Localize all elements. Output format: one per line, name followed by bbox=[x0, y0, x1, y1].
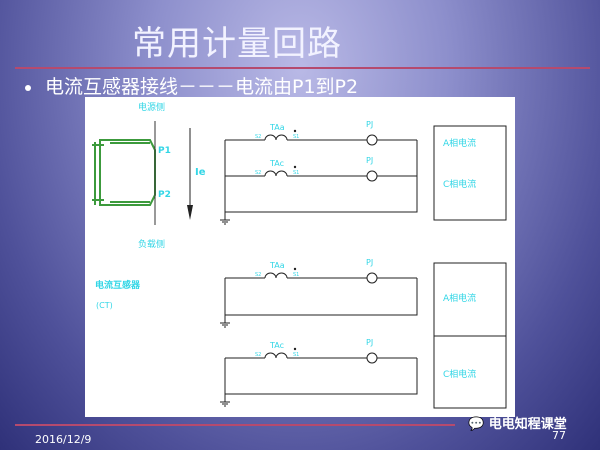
page-number: 77 bbox=[552, 429, 566, 442]
ct-coil-icon bbox=[264, 170, 288, 177]
meter-label: PJ bbox=[366, 258, 373, 267]
s1-label: S1 bbox=[293, 170, 299, 176]
phase-label: C相电流 bbox=[443, 368, 476, 380]
loop-wire bbox=[224, 140, 418, 213]
ct-circuit: TAc PJ S2 S1 bbox=[225, 156, 417, 182]
meter-icon bbox=[366, 170, 378, 182]
polarity-dot bbox=[293, 129, 297, 133]
bullet-text: 电流互感器接线－－－电流由P1到P2 bbox=[45, 76, 359, 98]
slide-title: 常用计量回路 bbox=[132, 24, 342, 64]
bullet-dot-icon bbox=[25, 84, 31, 91]
ground-icon bbox=[220, 212, 230, 225]
polarity-dot bbox=[293, 347, 297, 351]
current-arrow-icon bbox=[187, 128, 193, 220]
bullet-item: 电流互感器接线－－－电流由P1到P2 bbox=[25, 72, 358, 99]
s2-label: S2 bbox=[255, 272, 261, 278]
ground-icon bbox=[220, 315, 230, 328]
s1-label: S1 bbox=[293, 134, 299, 140]
meter-label: PJ bbox=[366, 156, 373, 165]
watermark-logo: 💬 电电知程课堂 bbox=[468, 417, 567, 432]
ground-icon bbox=[220, 394, 230, 407]
ct-caption: 电流互感器 bbox=[95, 279, 141, 291]
p2-label: P2 bbox=[158, 190, 171, 200]
phase-label: A相电流 bbox=[443, 137, 476, 149]
phase-label: A相电流 bbox=[443, 292, 476, 304]
meter-icon bbox=[366, 272, 378, 284]
ct-label: TAc bbox=[269, 159, 284, 168]
s2-label: S2 bbox=[255, 134, 261, 140]
diagram-panel bbox=[85, 97, 515, 417]
ct-label: TAc bbox=[269, 341, 284, 350]
ct-coil-icon bbox=[264, 352, 288, 359]
ct-circuit: TAc PJ S2 S1 bbox=[225, 338, 417, 364]
ct-label: TAa bbox=[269, 123, 285, 132]
s2-label: S2 bbox=[255, 170, 261, 176]
ct-circuit: TAa PJ S2 S1 bbox=[225, 120, 417, 146]
loop-wire bbox=[224, 278, 418, 316]
current-label: Ie bbox=[195, 167, 206, 178]
meter-icon bbox=[366, 352, 378, 364]
ct-label: TAa bbox=[269, 261, 285, 270]
phase-label: C相电流 bbox=[443, 178, 476, 190]
title-divider bbox=[15, 67, 590, 69]
s2-label: S2 bbox=[255, 352, 261, 358]
meter-label: PJ bbox=[366, 120, 373, 129]
loop-wire bbox=[224, 358, 418, 395]
source-side-label: 电源侧 bbox=[138, 101, 165, 113]
phase-box bbox=[433, 125, 507, 221]
polarity-dot bbox=[293, 165, 297, 169]
polarity-dot bbox=[293, 267, 297, 271]
ct-coil-icon bbox=[264, 272, 288, 279]
s1-label: S1 bbox=[293, 272, 299, 278]
wechat-icon: 💬 bbox=[468, 417, 485, 432]
ct-caption-abbr: (CT) bbox=[96, 301, 113, 310]
ct-drawing bbox=[92, 139, 156, 206]
load-side-label: 负载侧 bbox=[138, 238, 165, 250]
ct-circuit: TAa PJ S2 S1 bbox=[225, 258, 417, 284]
meter-icon bbox=[366, 134, 378, 146]
footer-divider bbox=[15, 424, 455, 426]
s1-label: S1 bbox=[293, 352, 299, 358]
meter-label: PJ bbox=[366, 338, 373, 347]
p1-label: P1 bbox=[158, 146, 171, 156]
slide-date: 2016/12/9 bbox=[35, 433, 92, 446]
ct-coil-icon bbox=[264, 134, 288, 141]
